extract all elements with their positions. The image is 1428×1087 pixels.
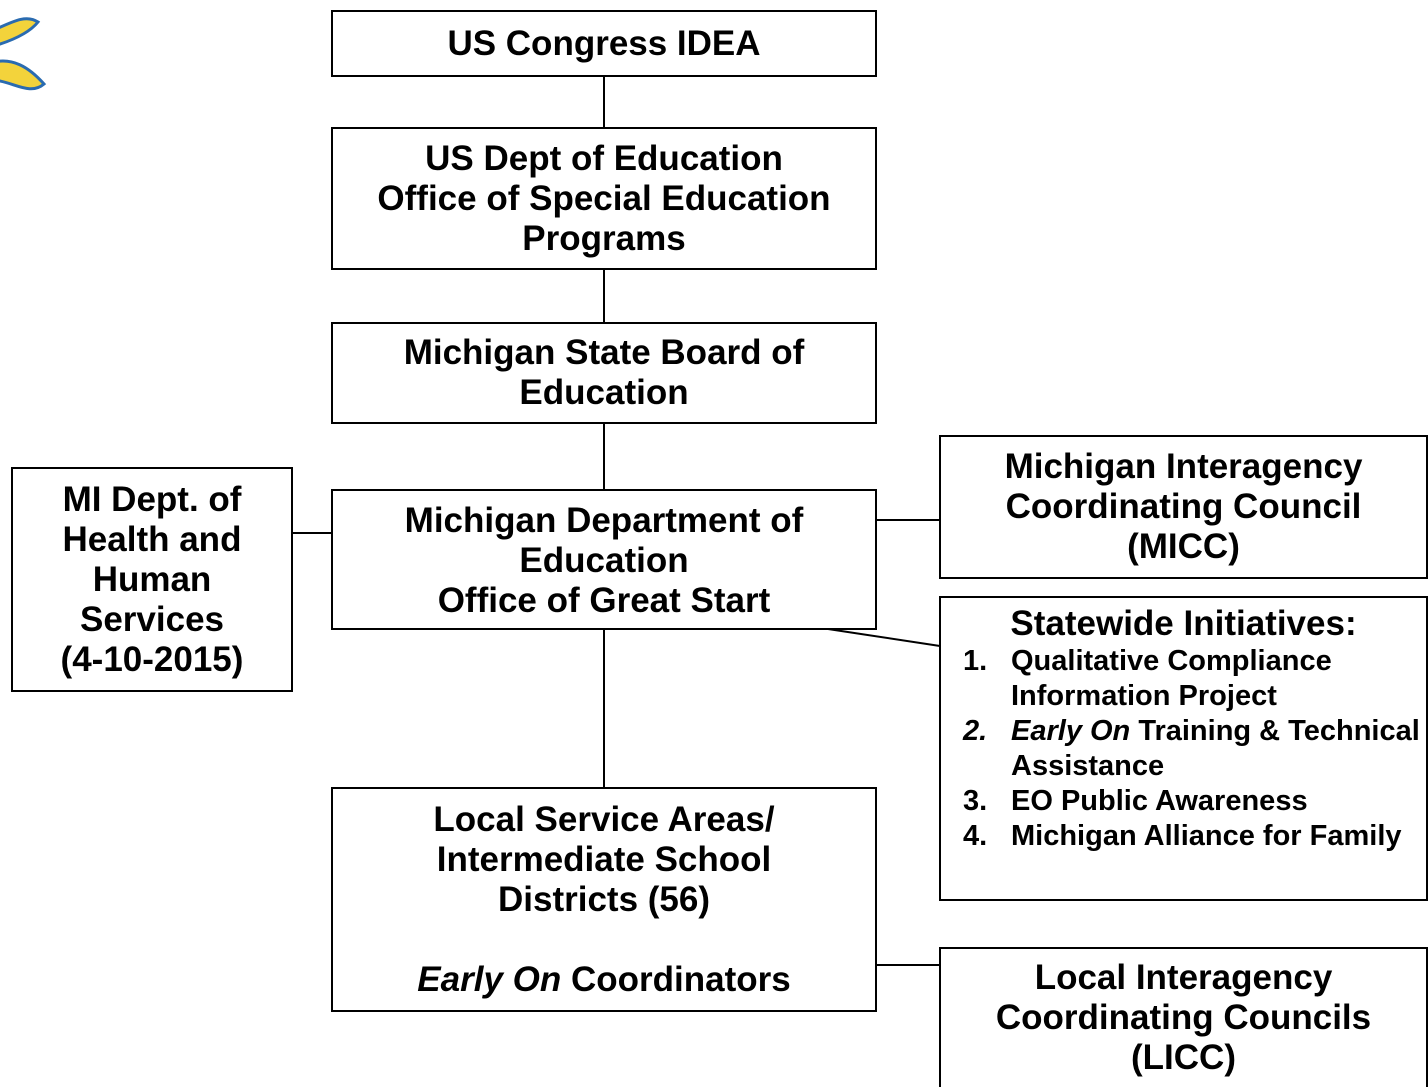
local-line1: Local Service Areas/ [433,799,775,839]
list-item-text-italic: Early On [1011,715,1131,747]
state-board-node: Michigan State Board of Education [331,322,877,424]
micc-line3: (MICC) [1127,527,1240,566]
list-item-number: 3. [963,785,988,817]
connector-doe-stateboard [603,269,605,322]
mde-node: Michigan Department of Education Office … [331,489,877,630]
us-congress-label: US Congress IDEA [447,23,761,63]
us-doe-node: US Dept of Education Office of Special E… [331,127,877,270]
mdhhs-node: MI Dept. of Health and Human Services (4… [11,467,293,692]
us-doe-line1: US Dept of Education [425,138,783,178]
statewide-initiatives-title: Statewide Initiatives: [1010,604,1357,643]
ribbon-logo-icon [0,17,47,91]
micc-line2: Coordinating Council [1005,487,1362,526]
licc-line1: Local Interagency [1034,958,1333,997]
list-item: 3. EO Public Awareness [941,784,1426,819]
list-item-text: Training & Technical Assistance [1011,715,1420,782]
statewide-initiatives-list: 1. Qualitative Compliance Information Pr… [941,644,1426,854]
micc-node: Michigan Interagency Coordinating Counci… [939,435,1428,579]
micc-line1: Michigan Interagency [1004,447,1363,486]
us-doe-line2: Office of Special Education [377,178,831,218]
state-board-line2: Education [519,373,689,412]
connector-local-licc [876,964,940,966]
list-item-number: 4. [963,820,988,852]
state-board-line1: Michigan State Board of [403,333,805,372]
local-service-areas-node: Local Service Areas/ Intermediate School… [331,787,877,1012]
us-congress-node: US Congress IDEA [331,10,877,77]
local-line4-italic: Early On [417,959,562,999]
local-line4: Early On Coordinators [417,960,790,1000]
connector-mde-micc [876,519,940,521]
connector-mde-local [603,629,605,787]
statewide-initiatives-node: Statewide Initiatives: 1. Qualitative Co… [939,596,1428,901]
local-line4-rest: Coordinators [561,959,791,999]
mdhhs-line4: Services [79,599,225,639]
list-item-text: Qualitative Compliance Information Proje… [1011,645,1332,712]
list-item-number: 2. [963,715,988,747]
connector-congress-doe [603,76,605,127]
licc-node: Local Interagency Coordinating Councils … [939,947,1428,1087]
local-line3: Districts (56) [497,879,711,919]
mdhhs-line2: Health and [62,519,242,559]
us-doe-line3: Programs [522,218,686,258]
connector-mdhhs-mde [292,532,332,534]
mdhhs-line5: (4-10-2015) [60,639,244,679]
licc-line3: (LICC) [1131,1038,1236,1077]
local-line2: Intermediate School [436,839,772,879]
mde-line1: Michigan Department of [404,501,804,540]
list-item-number: 1. [963,645,988,677]
mde-line2: Education [519,541,689,580]
list-item: 2. Early On Training & Technical Assista… [941,714,1426,784]
list-item: 1. Qualitative Compliance Information Pr… [941,644,1426,714]
list-item: 4. Michigan Alliance for Family [941,819,1426,854]
list-item-text: Michigan Alliance for Family [1011,820,1402,852]
licc-line2: Coordinating Councils [995,998,1372,1037]
connector-stateboard-mde [603,423,605,489]
mdhhs-line3: Human [92,559,212,599]
list-item-text: EO Public Awareness [1011,785,1308,817]
mdhhs-line1: MI Dept. of [62,479,242,519]
mde-line3: Office of Great Start [437,581,771,620]
